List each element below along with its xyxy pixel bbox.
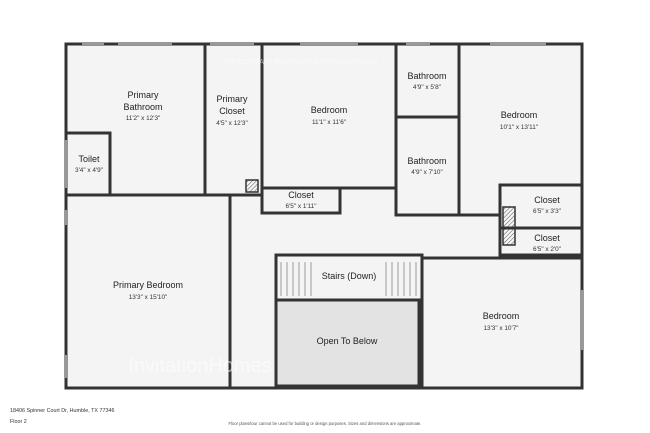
room-name: Stairs (Down)	[322, 271, 377, 281]
watermark-top: APPROXIMATE PROPERTY REPRESENTATION	[222, 59, 377, 66]
room-primary-closet: Primary Closet 4'5" x 12'3"	[216, 94, 248, 127]
room-name: Bathroom	[407, 71, 446, 81]
room-stairs: Stairs (Down)	[322, 271, 377, 281]
room-toilet: Toilet 3'4" x 4'9"	[75, 154, 103, 174]
room-dimensions: 3'4" x 4'9"	[75, 167, 103, 174]
room-name: Bathroom	[407, 156, 446, 166]
room-name: Bedroom	[501, 110, 538, 120]
duct-chase-box	[245, 179, 259, 193]
room-closet-center: Closet 6'5" x 1'11"	[285, 190, 316, 210]
walls	[64, 42, 584, 390]
room-name: Primary	[128, 90, 159, 100]
room-name: Bathroom	[123, 102, 162, 112]
room-bedroom-right: Bedroom 10'1" x 13'11"	[500, 110, 538, 131]
floor-label: Floor 2	[10, 419, 27, 425]
room-primary-bedroom: Primary Bedroom 13'3" x 15'10"	[113, 280, 183, 301]
stairs-treads	[280, 262, 417, 296]
room-name: Closet	[534, 233, 560, 243]
room-dimensions: 11'2" x 12'3"	[126, 115, 161, 122]
room-dimensions: 4'9" x 5'8"	[413, 84, 441, 91]
room-name: Closet	[534, 195, 560, 205]
room-dimensions: 4'9" x 7'10"	[411, 169, 443, 176]
room-dimensions: 4'5" x 12'3"	[216, 120, 248, 127]
room-closet-right-top: Closet 6'5" x 3'3"	[533, 195, 561, 215]
disclaimer-text: Floor plans/tour cannot be used for buil…	[228, 421, 422, 426]
room-bedroom-center: Bedroom 11'1" x 11'6"	[311, 105, 348, 126]
room-name: Bedroom	[483, 311, 520, 321]
room-name: Open To Below	[317, 336, 378, 346]
room-dimensions: 10'1" x 13'11"	[500, 124, 538, 131]
room-bathroom-top: Bathroom 4'9" x 5'8"	[407, 71, 446, 91]
room-bathroom-mid: Bathroom 4'9" x 7'10"	[407, 156, 446, 176]
windows	[65, 43, 583, 378]
room-open-to-below: Open To Below	[317, 336, 378, 346]
room-dimensions: 6'5" x 1'11"	[285, 203, 316, 210]
room-primary-bathroom: Primary Bathroom 11'2" x 12'3"	[123, 90, 162, 122]
watermark-bottom: InvitationHomes	[128, 355, 271, 377]
room-bedroom-bottom-right: Bedroom 13'3" x 10'7"	[483, 311, 520, 332]
property-address: 18406 Spinner Court Dr, Humble, TX 77346	[10, 408, 115, 414]
room-dimensions: 13'3" x 15'10"	[129, 294, 168, 301]
room-dimensions: 6'5" x 2'0"	[533, 246, 561, 253]
room-name: Bedroom	[311, 105, 348, 115]
room-name: Closet	[288, 190, 314, 200]
open-to-below-area	[274, 298, 421, 388]
duct-chase-box-right	[502, 206, 516, 246]
room-dimensions: 11'1" x 11'6"	[312, 119, 346, 126]
room-dimensions: 13'3" x 10'7"	[483, 325, 518, 332]
room-name: Closet	[219, 106, 245, 116]
room-dimensions: 6'5" x 3'3"	[533, 208, 561, 215]
room-name: Toilet	[78, 154, 100, 164]
room-closet-right-bottom: Closet 6'5" x 2'0"	[533, 233, 561, 253]
room-name: Primary	[217, 94, 248, 104]
room-name: Primary Bedroom	[113, 280, 183, 290]
